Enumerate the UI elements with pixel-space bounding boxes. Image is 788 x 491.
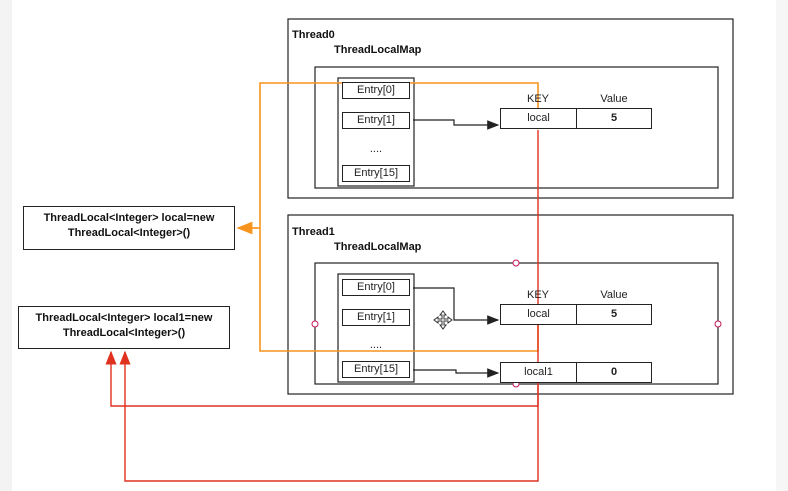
selection-handle-top[interactable] xyxy=(512,259,520,267)
thread1-value-header: Value xyxy=(600,289,628,301)
threadlocal-local1-line1: ThreadLocal<Integer> local1=new xyxy=(35,312,213,324)
threadlocal-local-line1: ThreadLocal<Integer> local=new xyxy=(43,212,215,224)
thread0-entry1[interactable]: Entry[1] xyxy=(342,112,410,129)
thread0-box[interactable] xyxy=(287,18,734,199)
thread1-entries-box[interactable] xyxy=(337,273,415,383)
thread0-key-cell[interactable]: local xyxy=(500,108,577,129)
thread1-map-title: ThreadLocalMap xyxy=(334,241,422,253)
thread0-map-title: ThreadLocalMap xyxy=(334,44,422,56)
thread0-title: Thread0 xyxy=(292,29,335,41)
thread0-entries-box[interactable] xyxy=(337,77,415,187)
thread1-value-cell-local1[interactable]: 0 xyxy=(576,362,652,383)
thread1-box[interactable] xyxy=(287,214,734,395)
thread1-value-cell-local[interactable]: 5 xyxy=(576,304,652,325)
thread0-entries-ellipsis: .... xyxy=(369,143,383,155)
thread0-entry1-to-key-arrow xyxy=(413,119,500,130)
red-reference-arrow-1 xyxy=(105,130,539,407)
move-cursor-icon xyxy=(433,310,453,330)
right-margin-strip xyxy=(776,0,788,491)
thread1-entry0-to-key-arrow xyxy=(413,287,500,325)
thread1-entry15-to-key-arrow xyxy=(413,368,500,378)
thread1-title: Thread1 xyxy=(292,226,335,238)
thread1-entries-ellipsis: .... xyxy=(369,339,383,351)
threadlocal-local-box[interactable]: ThreadLocal<Integer> local=new ThreadLoc… xyxy=(23,206,235,250)
threadlocal-local-line2: ThreadLocal<Integer>() xyxy=(67,227,191,239)
thread0-value-cell[interactable]: 5 xyxy=(576,108,652,129)
thread1-key-header: KEY xyxy=(526,289,549,301)
thread0-map-box[interactable] xyxy=(314,66,719,189)
selection-handle-right[interactable] xyxy=(714,320,722,328)
thread1-key-cell-local1[interactable]: local1 xyxy=(500,362,577,383)
thread0-entry0[interactable]: Entry[0] xyxy=(342,82,410,99)
thread0-value-header: Value xyxy=(600,93,628,105)
red-reference-arrow-2 xyxy=(119,350,539,482)
selection-handle-left[interactable] xyxy=(311,320,319,328)
thread1-entry1[interactable]: Entry[1] xyxy=(342,309,410,326)
thread0-entry15[interactable]: Entry[15] xyxy=(342,165,410,182)
left-margin-strip xyxy=(0,0,12,491)
thread1-entry15[interactable]: Entry[15] xyxy=(342,361,410,378)
thread1-key-cell-local[interactable]: local xyxy=(500,304,577,325)
thread1-entry0[interactable]: Entry[0] xyxy=(342,279,410,296)
thread0-key-header: KEY xyxy=(526,93,549,105)
threadlocal-local1-line2: ThreadLocal<Integer>() xyxy=(62,327,186,339)
threadlocal-local1-box[interactable]: ThreadLocal<Integer> local1=new ThreadLo… xyxy=(18,306,230,349)
